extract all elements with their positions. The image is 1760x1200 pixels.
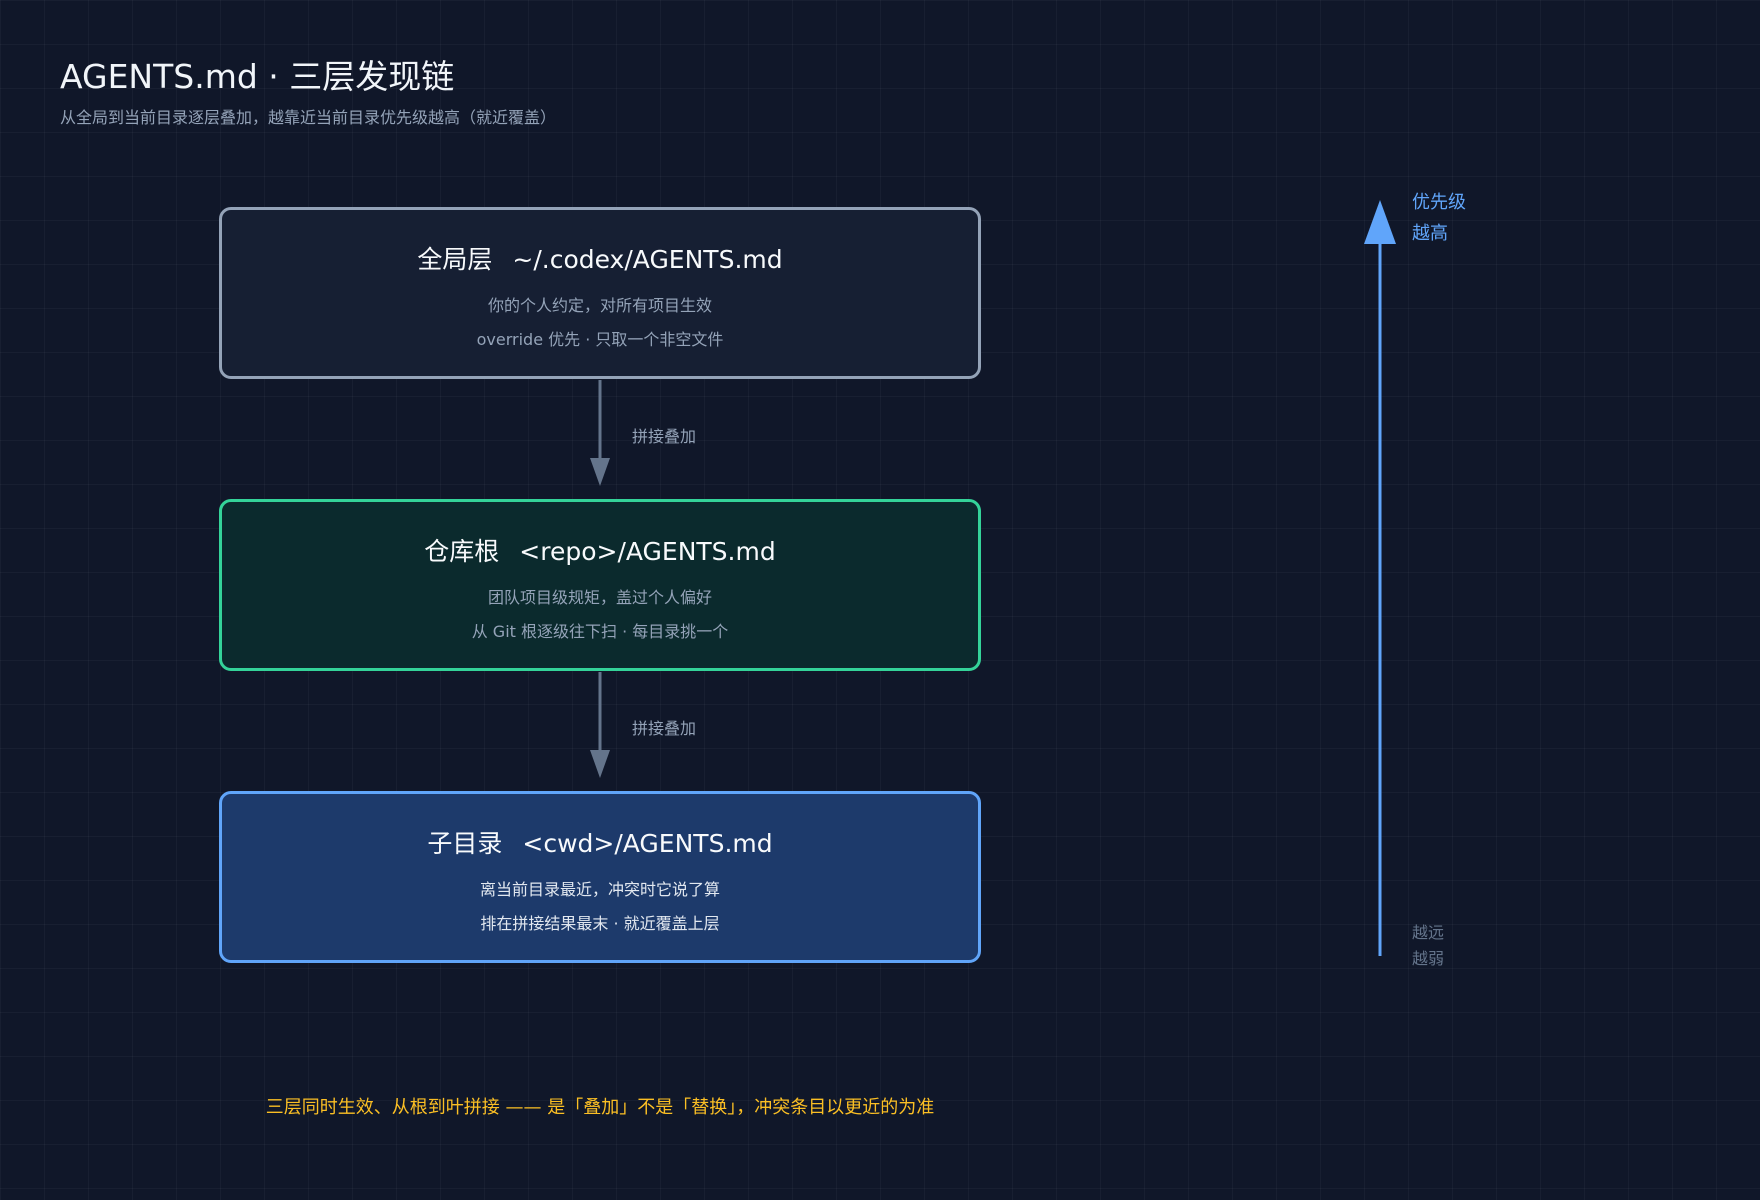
layer-global-path: ~/.codex/AGENTS.md [512,245,783,274]
layer-repo-path: <repo>/AGENTS.md [519,537,776,566]
priority-low-line2: 越弱 [1412,949,1445,968]
priority-high-line1: 优先级 [1412,192,1466,213]
layer-global-title: 全局层 ~/.codex/AGENTS.md [222,240,978,276]
connector-label-global-repo: 拼接叠加 [632,427,697,446]
page-title: AGENTS.md · 三层发现链 [60,57,455,96]
page-subtitle: 从全局到当前目录逐层叠加，越靠近当前目录优先级越高（就近覆盖） [60,108,557,127]
layer-repo-name: 仓库根 [424,537,500,566]
priority-axis-arrowhead-up-icon [1364,200,1396,244]
priority-high-label: 优先级 越高 [1412,187,1466,249]
priority-low-line1: 越远 [1412,923,1445,942]
layer-cwd-title: 子目录 <cwd>/AGENTS.md [222,824,978,860]
layer-global-detail: override 优先 · 只取一个非空文件 [476,330,724,349]
priority-low-label: 越远 越弱 [1412,920,1444,972]
connector-arrowhead-repo-cwd [590,750,610,778]
layer-cwd-description: 离当前目录最近，冲突时它说了算 [479,880,720,899]
connector-label-repo-cwd: 拼接叠加 [632,719,697,738]
layer-cwd-path: <cwd>/AGENTS.md [522,829,773,858]
layer-global-description: 你的个人约定，对所有项目生效 [487,296,712,315]
layer-global: 全局层 ~/.codex/AGENTS.md 你的个人约定，对所有项目生效 ove… [219,207,981,379]
layer-global-name: 全局层 [417,245,493,274]
layer-repo-detail: 从 Git 根逐级往下扫 · 每目录挑一个 [471,622,729,641]
layer-cwd-name: 子目录 [427,829,503,858]
priority-high-line2: 越高 [1412,223,1448,244]
layer-subdirectory: 子目录 <cwd>/AGENTS.md 离当前目录最近，冲突时它说了算 排在拼接结… [219,791,981,963]
layer-repo-description: 团队项目级规矩，盖过个人偏好 [487,588,712,607]
connector-arrowhead-global-repo [590,458,610,486]
layer-cwd-detail: 排在拼接结果最末 · 就近覆盖上层 [480,914,720,933]
layer-repo-title: 仓库根 <repo>/AGENTS.md [222,532,978,568]
layer-repo-root: 仓库根 <repo>/AGENTS.md 团队项目级规矩，盖过个人偏好 从 Git… [219,499,981,671]
footer-note: 三层同时生效、从根到叶拼接 —— 是「叠加」不是「替换」，冲突条目以更近的为准 [265,1097,935,1118]
